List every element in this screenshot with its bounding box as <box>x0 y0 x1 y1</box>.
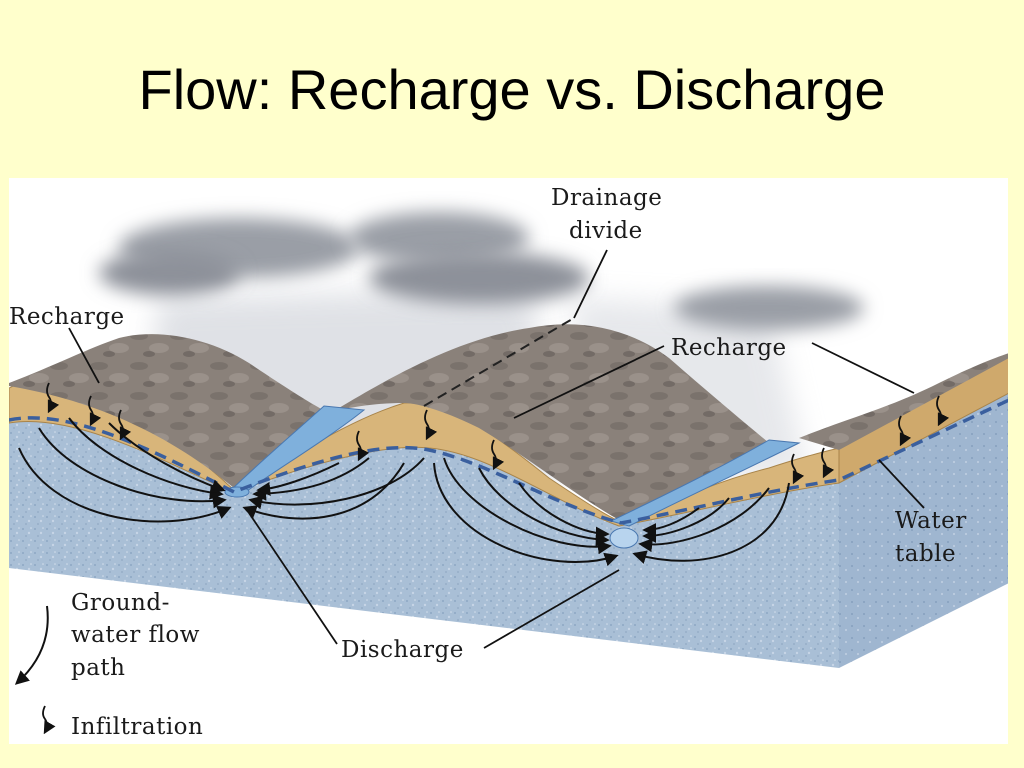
flow-paths-right <box>433 457 790 567</box>
label-recharge-right: Recharge <box>671 335 787 361</box>
label-drainage-divide-2: divide <box>569 218 643 244</box>
legend: Ground- water flow path Infiltration <box>14 590 203 740</box>
legend-flow-3: path <box>71 655 126 681</box>
infiltration-arrows <box>46 382 950 485</box>
stream-right <box>609 439 801 527</box>
groundwater-flow-legend-icon <box>14 605 49 685</box>
hill-middle <box>339 324 769 521</box>
groundwater-diagram: Drainage divide Recharge Recharge Water … <box>9 178 1008 744</box>
hill-left <box>9 334 329 488</box>
drainage-divide-line <box>423 317 575 407</box>
legend-flow-2: water flow <box>71 622 200 648</box>
label-discharge: Discharge <box>341 637 464 663</box>
label-recharge-left: Recharge <box>9 304 125 330</box>
water-table-line <box>9 398 1008 525</box>
cloud-icon <box>674 286 864 330</box>
diagram-canvas: Drainage divide Recharge Recharge Water … <box>9 185 1008 740</box>
label-drainage-divide-1: Drainage <box>551 185 662 211</box>
flow-paths-left <box>18 417 425 523</box>
cloud-icon <box>349 212 529 264</box>
legend-flow-1: Ground- <box>71 590 170 616</box>
infiltration-legend-icon <box>42 705 56 735</box>
label-water-table-2: table <box>895 541 956 567</box>
discharge-pool-right <box>609 527 639 549</box>
slide-title: Flow: Recharge vs. Discharge <box>138 58 886 121</box>
bedrock-front <box>9 393 839 668</box>
label-water-table-1: Water <box>895 508 967 534</box>
hill-right <box>799 353 1008 450</box>
legend-infiltration: Infiltration <box>71 714 203 740</box>
leader-lines <box>68 249 925 649</box>
cloud-icon <box>99 251 239 295</box>
cloud-icon <box>369 252 589 304</box>
